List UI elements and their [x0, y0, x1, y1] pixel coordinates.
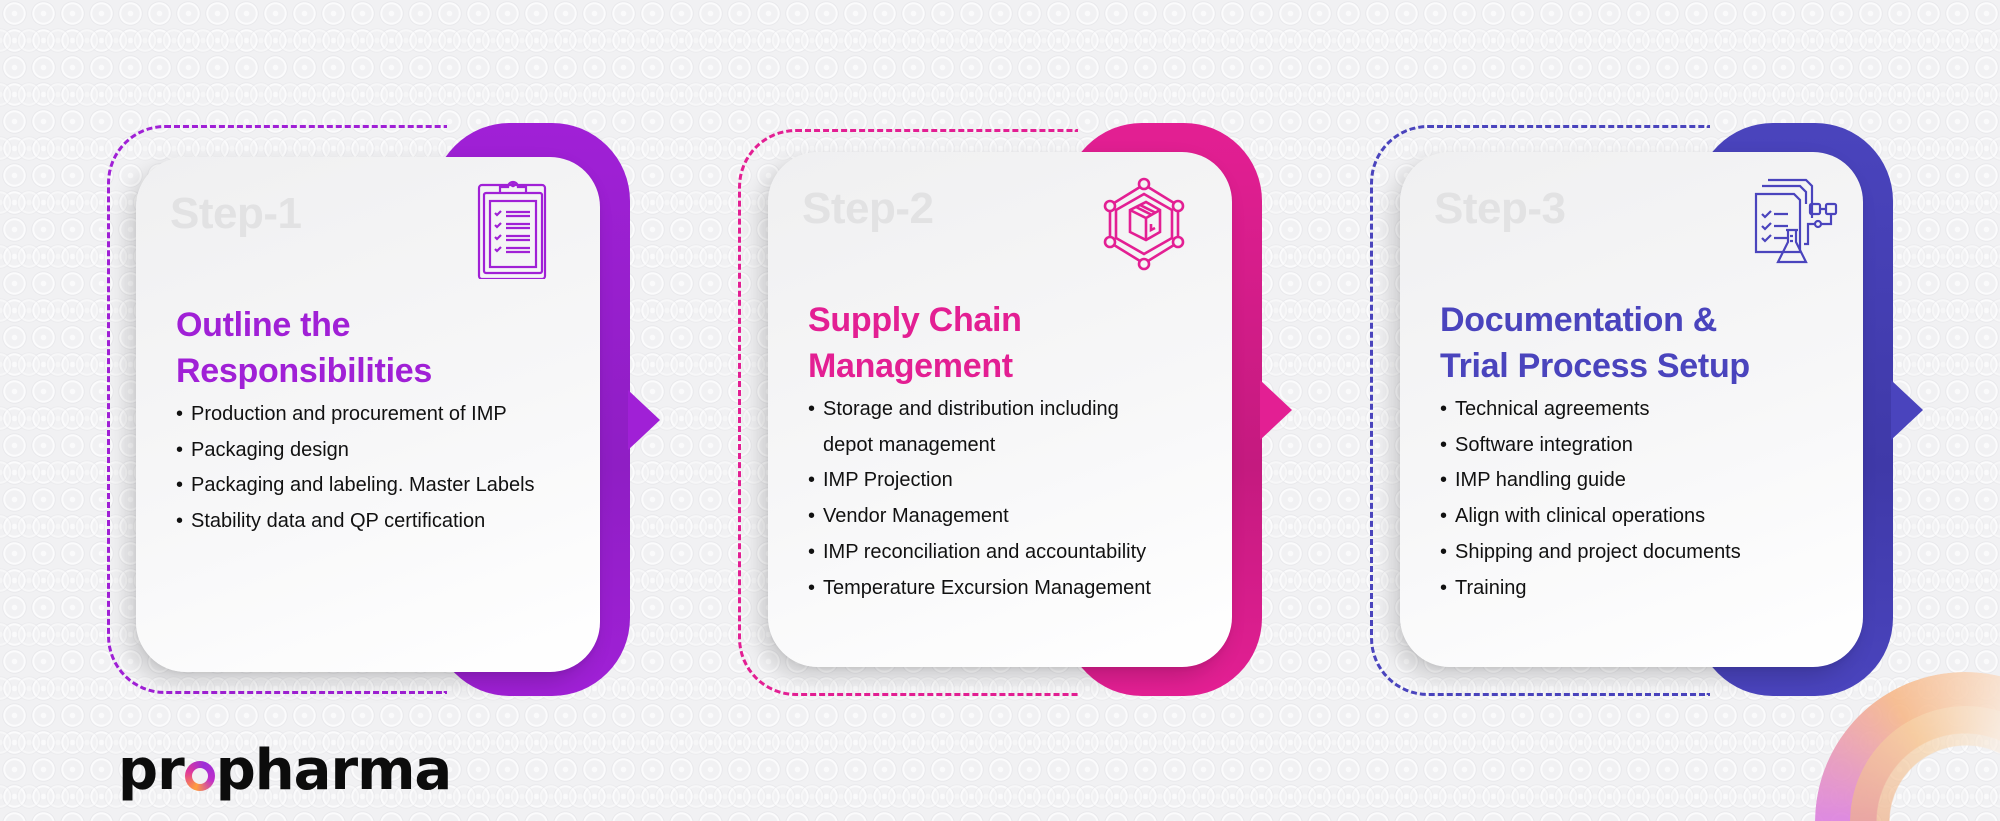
list-item: •IMP Projection: [808, 469, 953, 492]
list-item: •Vendor Management: [808, 505, 1009, 528]
list-item: •IMP handling guide: [1440, 469, 1626, 492]
step-2-card: Step-2 Supply Chain Management •Storage …: [768, 152, 1232, 667]
step-2-arrow-icon: [1260, 380, 1292, 440]
step-title: Documentation & Trial Process Setup: [1440, 301, 1750, 385]
clipboard-checklist-icon: [477, 180, 547, 279]
list-item: •Production and procurement of IMP: [176, 403, 507, 425]
step-3-card: Step-3 Documentation & Trial Process Set…: [1400, 152, 1863, 667]
step-2-dashed-outline: [738, 129, 1078, 696]
step-title: Supply Chain Management: [808, 301, 1022, 385]
list-item: •IMP reconciliation and accountability: [808, 540, 1147, 563]
step-bullet-list: •Production and procurement of IMP •Pack…: [176, 397, 535, 540]
step-label: Step-2: [802, 184, 934, 233]
step-3-arrow-icon: [1891, 380, 1923, 440]
step-bullet-list: •Storage and distribution including depo…: [808, 392, 1151, 606]
propharma-logo: pr pharma: [118, 738, 452, 803]
list-item: •Packaging and labeling. Master Labels: [176, 474, 535, 497]
list-item: depot management: [823, 433, 996, 456]
list-item: •Storage and distribution including: [808, 398, 1119, 420]
list-item: •Stability data and QP certification: [176, 510, 486, 533]
step-label: Step-1: [170, 189, 302, 238]
list-item: •Technical agreements: [1440, 398, 1650, 420]
step-label: Step-3: [1434, 184, 1566, 233]
step-1-arrow-icon: [628, 390, 660, 450]
list-item: •Shipping and project documents: [1440, 540, 1741, 563]
step-1-card: Step-1 Outline the Responsibilities •Pro…: [136, 157, 600, 672]
list-item: •Align with clinical operations: [1440, 505, 1706, 528]
step-3-dashed-outline: [1370, 125, 1710, 696]
documents-flask-flowchart-icon: [1754, 178, 1838, 264]
list-item: •Training: [1440, 576, 1527, 599]
list-item: •Software integration: [1440, 433, 1633, 456]
logo-ring-icon: [185, 761, 215, 791]
step-bullet-list: •Technical agreements •Software integrat…: [1440, 392, 1741, 606]
list-item: •Packaging design: [176, 438, 349, 461]
list-item: •Temperature Excursion Management: [808, 576, 1151, 599]
step-title: Outline the Responsibilities: [176, 306, 432, 390]
step-1-dashed-outline: [107, 125, 447, 694]
supply-chain-network-box-icon: [1103, 177, 1185, 271]
